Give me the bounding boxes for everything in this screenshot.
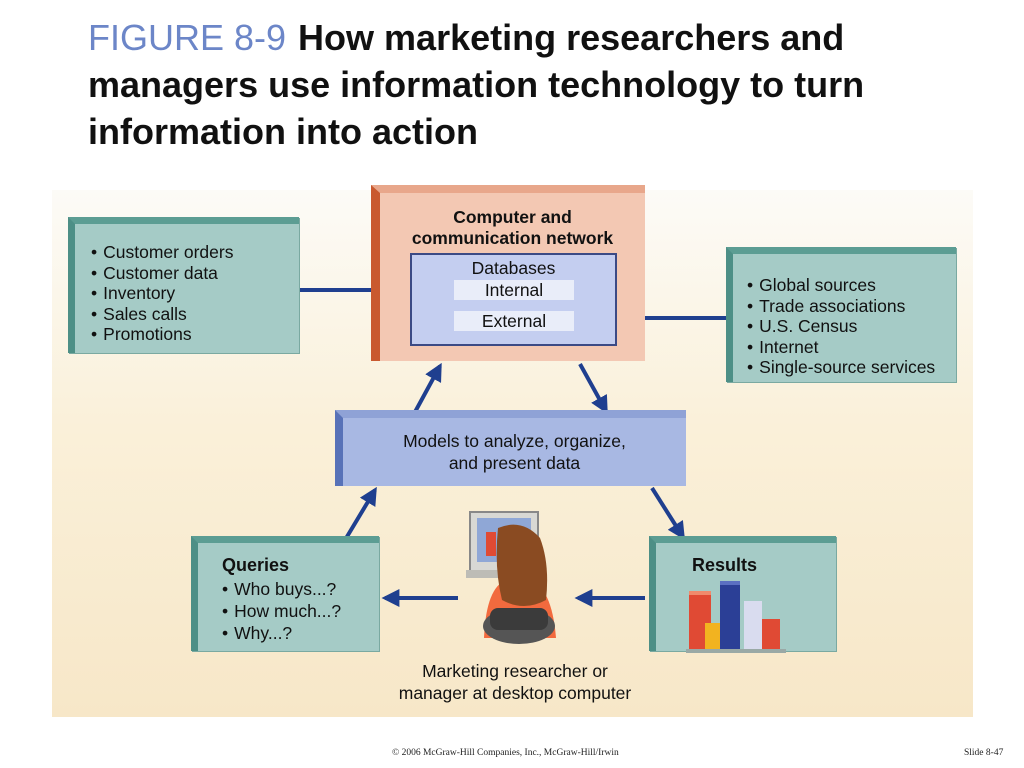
network-heading: Computer and communication network: [411, 207, 614, 248]
internal-sources-box: Customer orders Customer data Inventory …: [68, 217, 299, 353]
databases-panel: Databases Internal External: [410, 253, 617, 346]
models-box: Models to analyze, organize, and present…: [335, 410, 686, 486]
researcher-caption: Marketing researcher or manager at deskt…: [398, 661, 632, 703]
models-text: Models to analyze, organize, and present…: [403, 431, 626, 473]
list-item: Inventory: [91, 283, 299, 304]
external-database: External: [454, 311, 574, 331]
list-item: U.S. Census: [747, 316, 956, 337]
list-item: Sales calls: [91, 304, 299, 325]
external-sources-list: Global sources Trade associations U.S. C…: [747, 275, 956, 378]
list-item: Internet: [747, 337, 956, 358]
network-box: Computer and communication network Datab…: [371, 185, 645, 361]
internal-database: Internal: [454, 280, 574, 300]
results-box: Results: [649, 536, 836, 653]
databases-label: Databases: [471, 258, 556, 278]
list-item: Promotions: [91, 324, 299, 345]
title-text: How marketing researchers and managers u…: [88, 17, 865, 152]
external-sources-box: Global sources Trade associations U.S. C…: [726, 247, 956, 382]
queries-box: Queries Who buys...? How much...? Why...…: [191, 536, 379, 651]
list-item: Why...?: [222, 622, 379, 644]
list-item: How much...?: [222, 600, 379, 622]
queries-heading: Queries: [222, 555, 290, 575]
list-item: Global sources: [747, 275, 956, 296]
researcher-at-computer-illustration: [466, 511, 556, 644]
slide-number: Slide 8-47: [964, 748, 1004, 758]
list-item: Customer data: [91, 263, 299, 284]
list-item: Who buys...?: [222, 578, 379, 600]
copyright-footer: © 2006 McGraw-Hill Companies, Inc., McGr…: [392, 748, 619, 758]
internal-sources-list: Customer orders Customer data Inventory …: [91, 242, 299, 345]
queries-list: Who buys...? How much...? Why...?: [222, 578, 379, 644]
bar-chart-icon: [686, 581, 786, 653]
list-item: Single-source services: [747, 357, 956, 378]
figure-label: FIGURE 8-9: [88, 17, 287, 58]
list-item: Trade associations: [747, 296, 956, 317]
list-item: Customer orders: [91, 242, 299, 263]
results-heading: Results: [692, 555, 758, 575]
